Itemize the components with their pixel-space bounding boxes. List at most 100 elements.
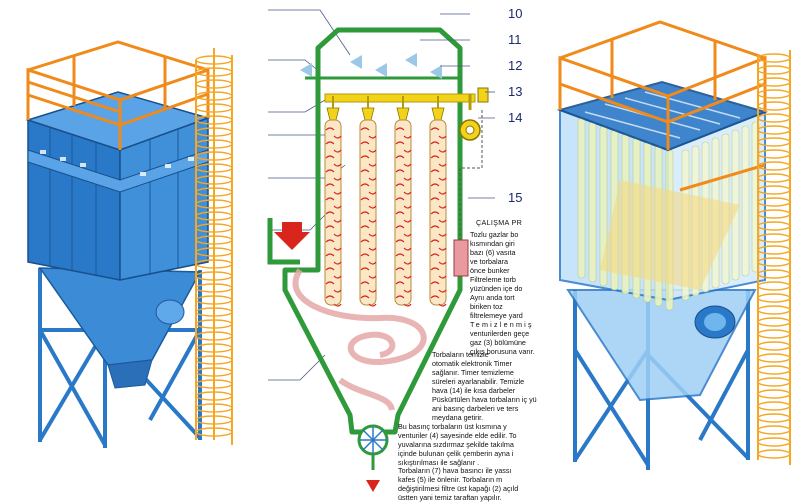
ladder-hoop [195, 355, 233, 365]
text-line: üstten yani temiz taraftan yapılır. [398, 493, 502, 502]
ladder-hoop [757, 221, 791, 231]
ladder-hoop [195, 223, 233, 233]
ladder-hoop [195, 187, 233, 197]
housing-shell [282, 27, 463, 435]
text-line: kısmından giri [470, 239, 515, 248]
text-line: otomatik elektronik Timer [432, 359, 512, 368]
text-line: süreleri ayarlanabilir. Temizle [432, 377, 525, 386]
ladder-hoop [195, 127, 233, 137]
text-line: venturilerden geçe [470, 329, 530, 338]
ladder-hoop [195, 91, 233, 101]
text-line: sıkıştırılması ile sağlanır . [398, 458, 480, 467]
text-line: yuvalarına sızdırmaz şekilde takılma [398, 440, 514, 449]
ladder-hoop [757, 233, 791, 243]
text-line: Aynı anda tort [470, 293, 515, 302]
ladder-hoop [195, 67, 233, 77]
ladder-hoop [195, 427, 233, 437]
ladder-hoop [757, 353, 791, 363]
filter-bag [359, 96, 377, 307]
text-line: filtrelemeye yard [470, 311, 523, 320]
filter-bag [429, 96, 447, 307]
ladder-hoop [757, 65, 791, 75]
text-line: ani basınç darbeleri ve ters [432, 404, 519, 413]
ladder-hoop [757, 137, 791, 147]
filter-bag [324, 96, 342, 307]
ladder-hoop [757, 425, 791, 435]
text-line: meydana getirir. [432, 413, 484, 422]
text-line: Tozlu gazlar bo [470, 230, 519, 239]
callout-13: 13 [508, 84, 522, 99]
ladder-hoop [195, 247, 233, 257]
section-title: ÇALIŞMA PR [476, 218, 523, 227]
ladder-hoop [195, 343, 233, 353]
callout-14: 14 [508, 110, 522, 125]
dust-swirl [292, 268, 427, 411]
ladder-hoop [757, 305, 791, 315]
ladder-hoop [195, 139, 233, 149]
text-line: çıkış borusuna varır. [470, 347, 535, 356]
ladder-hoop [757, 317, 791, 327]
ladder-hoop [195, 307, 233, 317]
callout-15: 15 [508, 190, 522, 205]
ladder-hoop [757, 401, 791, 411]
ladder-hoop [195, 415, 233, 425]
callout-12: 12 [508, 58, 522, 73]
text-line: bazı (6) vasıta [470, 248, 516, 257]
ladder-hoop [757, 89, 791, 99]
text-line: Bu basınç torbaların üst kısmına y [398, 422, 507, 431]
ladder-hoop [757, 389, 791, 399]
ladder-hoop [195, 175, 233, 185]
ladder-hoop [195, 163, 233, 173]
ladder-hoop [757, 269, 791, 279]
ladder-hoop [195, 391, 233, 401]
text-line: Torbaların (7) hava basıncı ile yassı [398, 466, 512, 475]
rotary-valve [357, 424, 389, 492]
text-line: yüzünden içe do [470, 284, 523, 293]
text-line: venturiler (4) sayesinde elde edilir. To [398, 431, 517, 440]
ladder-hoop [757, 329, 791, 339]
timer-box [453, 239, 469, 277]
ladder-hoop [757, 281, 791, 291]
ladder-hoop [757, 173, 791, 183]
ladder-hoop [195, 403, 233, 413]
ladder-hoop [757, 77, 791, 87]
text-line: Filtreleme torb [470, 275, 516, 284]
ladder-hoop [195, 319, 233, 329]
left-inlet-pipe [155, 299, 185, 325]
inlet-duct [267, 218, 300, 265]
blowpipe-manifold [324, 93, 476, 103]
text-line: Püskürtülen hava torbaların iç yü [432, 395, 537, 404]
ladder-hoop [757, 149, 791, 159]
text-line: Torbaların temizle [432, 350, 489, 359]
ladder-hoop [195, 199, 233, 209]
inlet-arrow [274, 222, 310, 250]
ladder-hoop [195, 115, 233, 125]
ladder-hoop [757, 185, 791, 195]
ladder-hoop [195, 295, 233, 305]
ladder-hoop [757, 293, 791, 303]
filter-bag [741, 125, 750, 277]
ladder-hoop [195, 379, 233, 389]
text-line: ve torbalara [470, 257, 508, 266]
ladder-hoop [757, 161, 791, 171]
ladder-hoop [195, 367, 233, 377]
filter-bag [394, 96, 412, 307]
ladder-hoop [757, 113, 791, 123]
text-line: gaz (3) bölümüne [470, 338, 526, 347]
text-line: önce bunker [470, 266, 510, 275]
ladder-hoop [757, 437, 791, 447]
ladder-hoop [195, 331, 233, 341]
ladder-hoop [757, 101, 791, 111]
ladder-hoop [757, 413, 791, 423]
text-line: içinde bulunan çelik çemberin ayna i [398, 449, 514, 458]
ladder-hoop [195, 211, 233, 221]
ladder-hoop [757, 197, 791, 207]
ladder-hoop [757, 365, 791, 375]
ladder-hoop [195, 283, 233, 293]
ladder-hoop [195, 79, 233, 89]
ladder-hoop [195, 235, 233, 245]
ladder-hoop [757, 53, 791, 63]
ladder-hoop [195, 151, 233, 161]
